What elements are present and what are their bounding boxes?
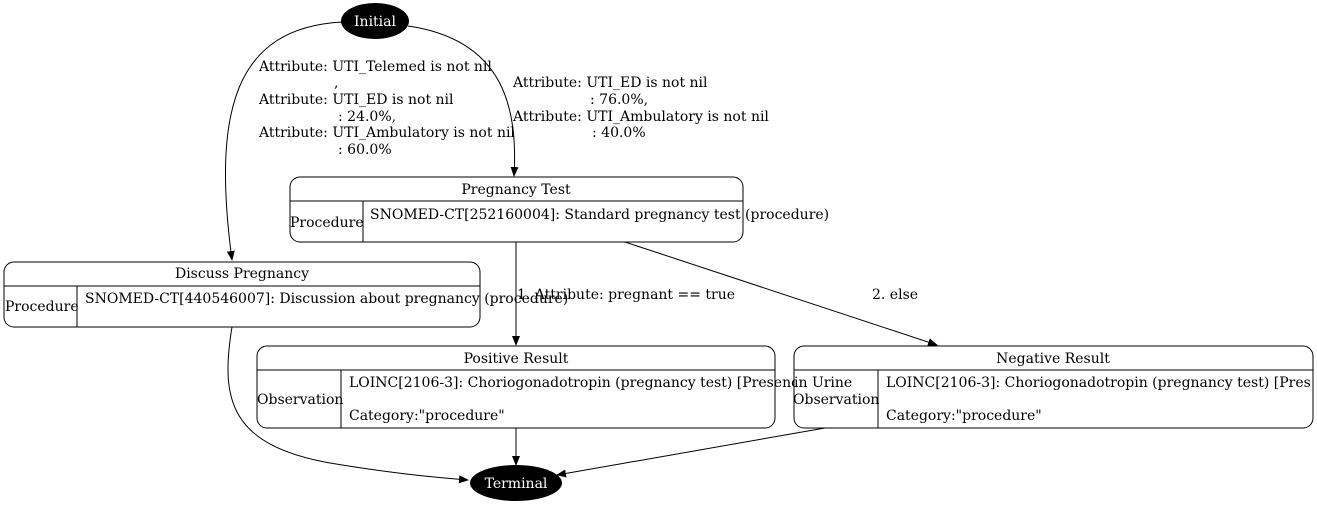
- discuss-pregnancy-node[interactable]: Discuss Pregnancy Procedure SNOMED-CT[44…: [3, 261, 568, 328]
- edge-initial-to-test: [407, 25, 519, 177]
- node-code: LOINC[2106-3]: Choriogonadotropin (pregn…: [886, 375, 1311, 391]
- node-type: Observation: [793, 392, 879, 408]
- node-type: Observation: [257, 392, 343, 408]
- node-code: LOINC[2106-3]: Choriogonadotropin (pregn…: [349, 375, 813, 391]
- node-code: SNOMED-CT[252160004]: Standard pregnancy…: [370, 207, 829, 223]
- pregnancy-test-node[interactable]: Pregnancy Test Procedure SNOMED-CT[25216…: [289, 176, 829, 243]
- edge-initial-to-discuss: [224, 21, 343, 261]
- edge-label-line: Attribute: UTI_ED is not nil: [512, 75, 708, 91]
- node-title: Positive Result: [464, 351, 569, 367]
- edge-label-line: Attribute: UTI_Ambulatory is not nil: [512, 109, 769, 125]
- edge-discuss-to-terminal: [227, 326, 469, 484]
- node-type: Procedure: [5, 299, 79, 315]
- positive-result-code-overflow: in Urine: [794, 375, 852, 391]
- edge-negative-to-terminal: [556, 427, 826, 478]
- initial-node[interactable]: Initial: [341, 3, 409, 39]
- edge-label-line: : 60.0%: [338, 142, 392, 158]
- edge-label-line: Attribute: UTI_ED is not nil: [258, 92, 454, 108]
- node-border: [256, 345, 776, 429]
- node-category: Category:"procedure": [886, 408, 1042, 424]
- edge-label-line: : 76.0%,: [590, 92, 648, 108]
- initial-node-shape: [341, 3, 409, 39]
- node-title: Negative Result: [996, 351, 1110, 367]
- node-title: Discuss Pregnancy: [175, 266, 309, 282]
- node-code: SNOMED-CT[440546007]: Discussion about p…: [85, 291, 568, 307]
- terminal-node[interactable]: Terminal: [470, 465, 562, 501]
- edge-label-initial-to-discuss: Attribute: UTI_Telemed is not nil , Attr…: [258, 59, 515, 158]
- edge-test-to-negative: [624, 241, 938, 346]
- terminal-node-label: Terminal: [485, 476, 548, 492]
- terminal-node-shape: [470, 465, 562, 501]
- node-title: Pregnancy Test: [461, 182, 571, 198]
- edge-label-line: : 40.0%: [592, 125, 646, 141]
- node-border: [289, 176, 744, 243]
- edge-label-initial-to-test: Attribute: UTI_ED is not nil : 76.0%, At…: [512, 75, 769, 141]
- edge-label-line: : 24.0%,: [338, 109, 396, 125]
- edge-label-line: Attribute: UTI_Ambulatory is not nil: [258, 125, 515, 141]
- node-border: [793, 345, 1314, 429]
- edge-label-line: Attribute: UTI_Telemed is not nil: [258, 59, 492, 75]
- edge-label-test-to-positive: 1. Attribute: pregnant == true: [517, 287, 735, 303]
- edge-label-line: ,: [334, 75, 338, 91]
- initial-node-label: Initial: [354, 14, 396, 30]
- node-category: Category:"procedure": [349, 408, 505, 424]
- negative-result-node[interactable]: Negative Result Observation LOINC[2106-3…: [793, 345, 1314, 429]
- node-type: Procedure: [290, 215, 364, 231]
- edge-label-test-to-negative: 2. else: [872, 287, 918, 303]
- node-border: [3, 261, 481, 328]
- positive-result-node[interactable]: Positive Result Observation LOINC[2106-3…: [256, 345, 813, 429]
